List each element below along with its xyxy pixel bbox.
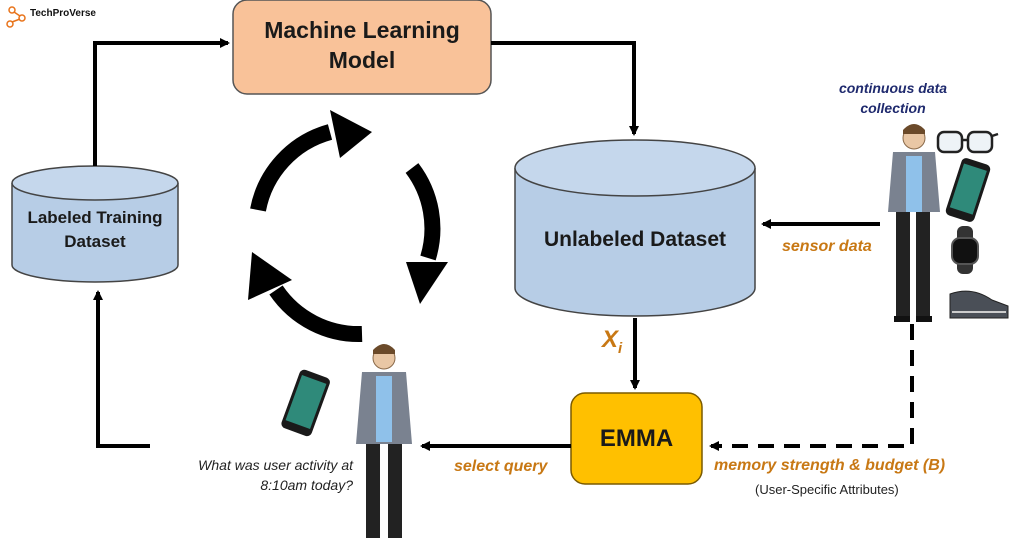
labeled-dataset-label: Labeled Training Dataset	[12, 206, 178, 254]
activity-question: What was user activity at 8:10am today?	[165, 455, 353, 495]
continuous-label-line1: continuous data	[838, 80, 948, 96]
ml-model-label: Machine Learning Model	[233, 15, 491, 75]
labeled-dataset-label-line2: Dataset	[64, 232, 126, 251]
select-query-label: select query	[454, 458, 548, 475]
arrow-query-to-labeled	[93, 290, 150, 448]
activity-question-line1: What was user activity at	[198, 457, 353, 473]
labeled-dataset-label-line1: Labeled Training	[27, 208, 163, 227]
smartwatch-icon	[951, 226, 979, 274]
xi-subscript: i	[618, 339, 623, 357]
emma-box	[570, 392, 703, 485]
memory-strength-label: memory strength & budget (B)	[714, 457, 946, 474]
cycle-arrows-icon	[248, 110, 448, 343]
xi-label: Xi	[602, 326, 622, 357]
emma-label: EMMA	[599, 425, 674, 452]
xi-base: X	[602, 326, 619, 353]
sneaker-icon	[949, 290, 1009, 319]
arrow-labeled-to-model	[93, 38, 230, 166]
continuous-label-line2: collection	[860, 100, 926, 116]
user-attributes-label: (User-Specific Attributes)	[755, 482, 899, 497]
activity-question-line2: 8:10am today?	[260, 477, 353, 493]
continuous-data-collection-label: continuous data collection	[818, 78, 968, 118]
ml-model-box	[232, 0, 492, 95]
dashed-arrow-attributes-to-emma	[709, 324, 914, 451]
arrow-model-to-unlabeled	[491, 41, 639, 136]
brand-logo-text: TechProVerse	[30, 8, 96, 19]
sensor-data-label: sensor data	[782, 238, 872, 255]
right-person-icon	[888, 124, 940, 322]
ml-model-label-line2: Model	[328, 47, 396, 73]
unlabeled-dataset-cylinder	[514, 139, 756, 317]
user-smartphone-icon	[281, 369, 330, 437]
unlabeled-dataset-label: Unlabeled Dataset	[543, 228, 727, 251]
ml-model-label-line1: Machine Learning	[264, 17, 460, 43]
logo-icon	[6, 6, 26, 28]
smart-glasses-icon	[936, 130, 999, 154]
smartphone-icon	[945, 158, 991, 222]
left-person-icon	[356, 344, 412, 538]
